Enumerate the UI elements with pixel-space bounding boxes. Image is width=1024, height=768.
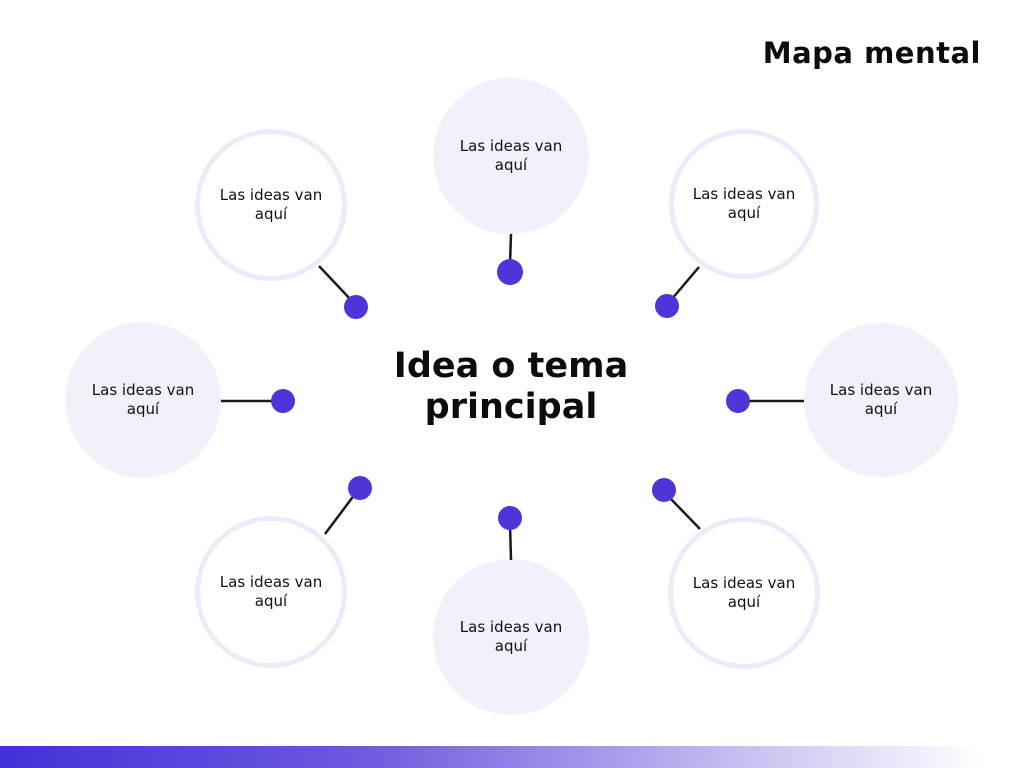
- connector-dot-bottom-right: [652, 478, 676, 502]
- connector-line-top-left: [318, 265, 353, 302]
- node-right-label: Las ideas van aquí: [829, 381, 933, 418]
- node-left-label: Las ideas van aquí: [91, 381, 195, 418]
- node-right: Las ideas van aquí: [804, 323, 958, 477]
- node-bottom-left: Las ideas van aquí: [195, 516, 347, 668]
- connector-dot-right: [726, 389, 750, 413]
- node-top: Las ideas van aquí: [433, 78, 589, 234]
- connector-dot-top: [497, 259, 523, 285]
- connector-dot-bottom: [498, 506, 522, 530]
- node-top-left-label: Las ideas van aquí: [219, 186, 323, 223]
- connector-dot-top-right: [655, 294, 679, 318]
- central-idea-title: Idea o tema principal: [393, 346, 629, 427]
- node-bottom-left-label: Las ideas van aquí: [219, 573, 323, 610]
- node-bottom-right-label: Las ideas van aquí: [692, 574, 796, 611]
- connector-dot-left: [271, 389, 295, 413]
- node-left: Las ideas van aquí: [65, 322, 221, 478]
- connector-dot-bottom-left: [348, 476, 372, 500]
- node-bottom-label: Las ideas van aquí: [459, 618, 563, 655]
- node-bottom-right: Las ideas van aquí: [668, 517, 820, 669]
- node-bottom: Las ideas van aquí: [433, 559, 589, 715]
- node-top-label: Las ideas van aquí: [459, 137, 563, 174]
- node-top-right-label: Las ideas van aquí: [692, 185, 796, 222]
- page-title: Mapa mental: [762, 36, 981, 70]
- bottom-gradient-bar: [0, 746, 1024, 768]
- connector-line-bottom-left: [324, 493, 356, 535]
- connector-line-top-right: [670, 266, 700, 301]
- connector-line-bottom: [508, 523, 513, 561]
- connector-line-top: [508, 233, 513, 265]
- node-top-right: Las ideas van aquí: [669, 129, 819, 279]
- node-top-left: Las ideas van aquí: [195, 129, 347, 281]
- connector-dot-top-left: [344, 295, 368, 319]
- connector-line-bottom-right: [667, 495, 701, 530]
